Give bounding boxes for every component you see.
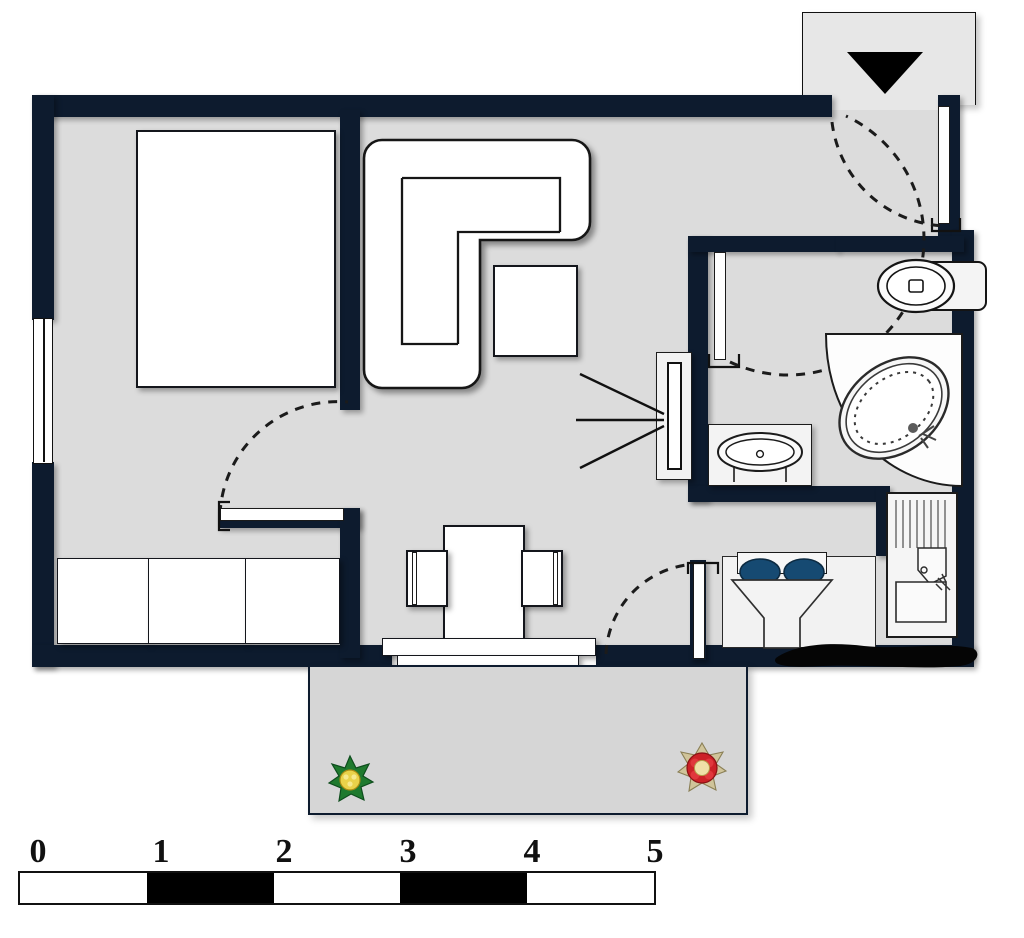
bathtub	[824, 333, 963, 488]
wall-left-upper	[32, 95, 54, 320]
wardrobe-2	[148, 558, 246, 644]
bedroom-door-jamb	[217, 500, 230, 532]
wall-bottom-left	[32, 645, 392, 667]
toilet	[876, 258, 987, 314]
washbasin	[717, 432, 803, 482]
bedroom-door-leaf	[220, 508, 344, 521]
wall-bathroom-top-right	[836, 236, 964, 252]
plant-green	[327, 754, 375, 803]
bed	[136, 130, 336, 388]
wardrobe-1	[57, 558, 149, 644]
television-screen	[667, 362, 682, 470]
entrance-door-swing-arc	[830, 121, 947, 228]
kitchen-sink	[895, 500, 951, 623]
kitchen-door-jamb	[686, 561, 720, 574]
entrance-door-leaf	[938, 106, 950, 224]
wall-left-lower	[32, 462, 54, 667]
chair-left-back	[412, 552, 417, 605]
scale-segment-0	[20, 873, 147, 903]
scale-segment-4	[527, 873, 654, 903]
scale-label-1: 1	[152, 833, 170, 870]
redacted-black-mark	[775, 644, 978, 668]
scale-label-3: 3	[399, 833, 417, 870]
scale-label-2: 2	[275, 833, 293, 870]
scale-segment-2	[274, 873, 401, 903]
television-view-lines	[576, 372, 665, 470]
plant-red	[676, 741, 728, 793]
bathroom-door-jamb	[707, 354, 741, 369]
kitchen-door-swing-arc	[604, 562, 699, 655]
scale-label-5: 5	[646, 833, 664, 870]
dining-table	[443, 525, 525, 647]
wall-bedroom-partition	[340, 110, 360, 410]
scale-bar	[18, 871, 656, 905]
scale-segment-1	[146, 873, 274, 903]
scale-labels: 0 1 2 3 4 5	[18, 833, 664, 871]
wall-bathroom-left	[688, 236, 708, 501]
window-left-mullion	[43, 319, 45, 462]
bedroom-door-swing-arc	[218, 400, 349, 515]
sectional-sofa	[362, 138, 592, 390]
chair-right-back	[553, 552, 558, 605]
cooktop	[730, 558, 834, 649]
wall-bathroom-top	[688, 236, 838, 252]
wall-bathroom-bottom	[688, 486, 878, 502]
coffee-table	[493, 265, 578, 357]
scale-label-4: 4	[523, 833, 541, 870]
scale-segment-3	[400, 873, 528, 903]
bathroom-door-leaf	[714, 252, 726, 360]
terrace-floor	[308, 665, 748, 815]
entrance-direction-arrow	[847, 52, 923, 94]
wall-bedroom-partition-lower-vert	[340, 508, 360, 658]
sideboard	[382, 638, 596, 656]
wardrobe-3	[245, 558, 340, 644]
scale-label-0: 0	[29, 833, 47, 870]
bathroom-door-swing-arc	[729, 114, 926, 377]
wall-top	[32, 95, 832, 117]
